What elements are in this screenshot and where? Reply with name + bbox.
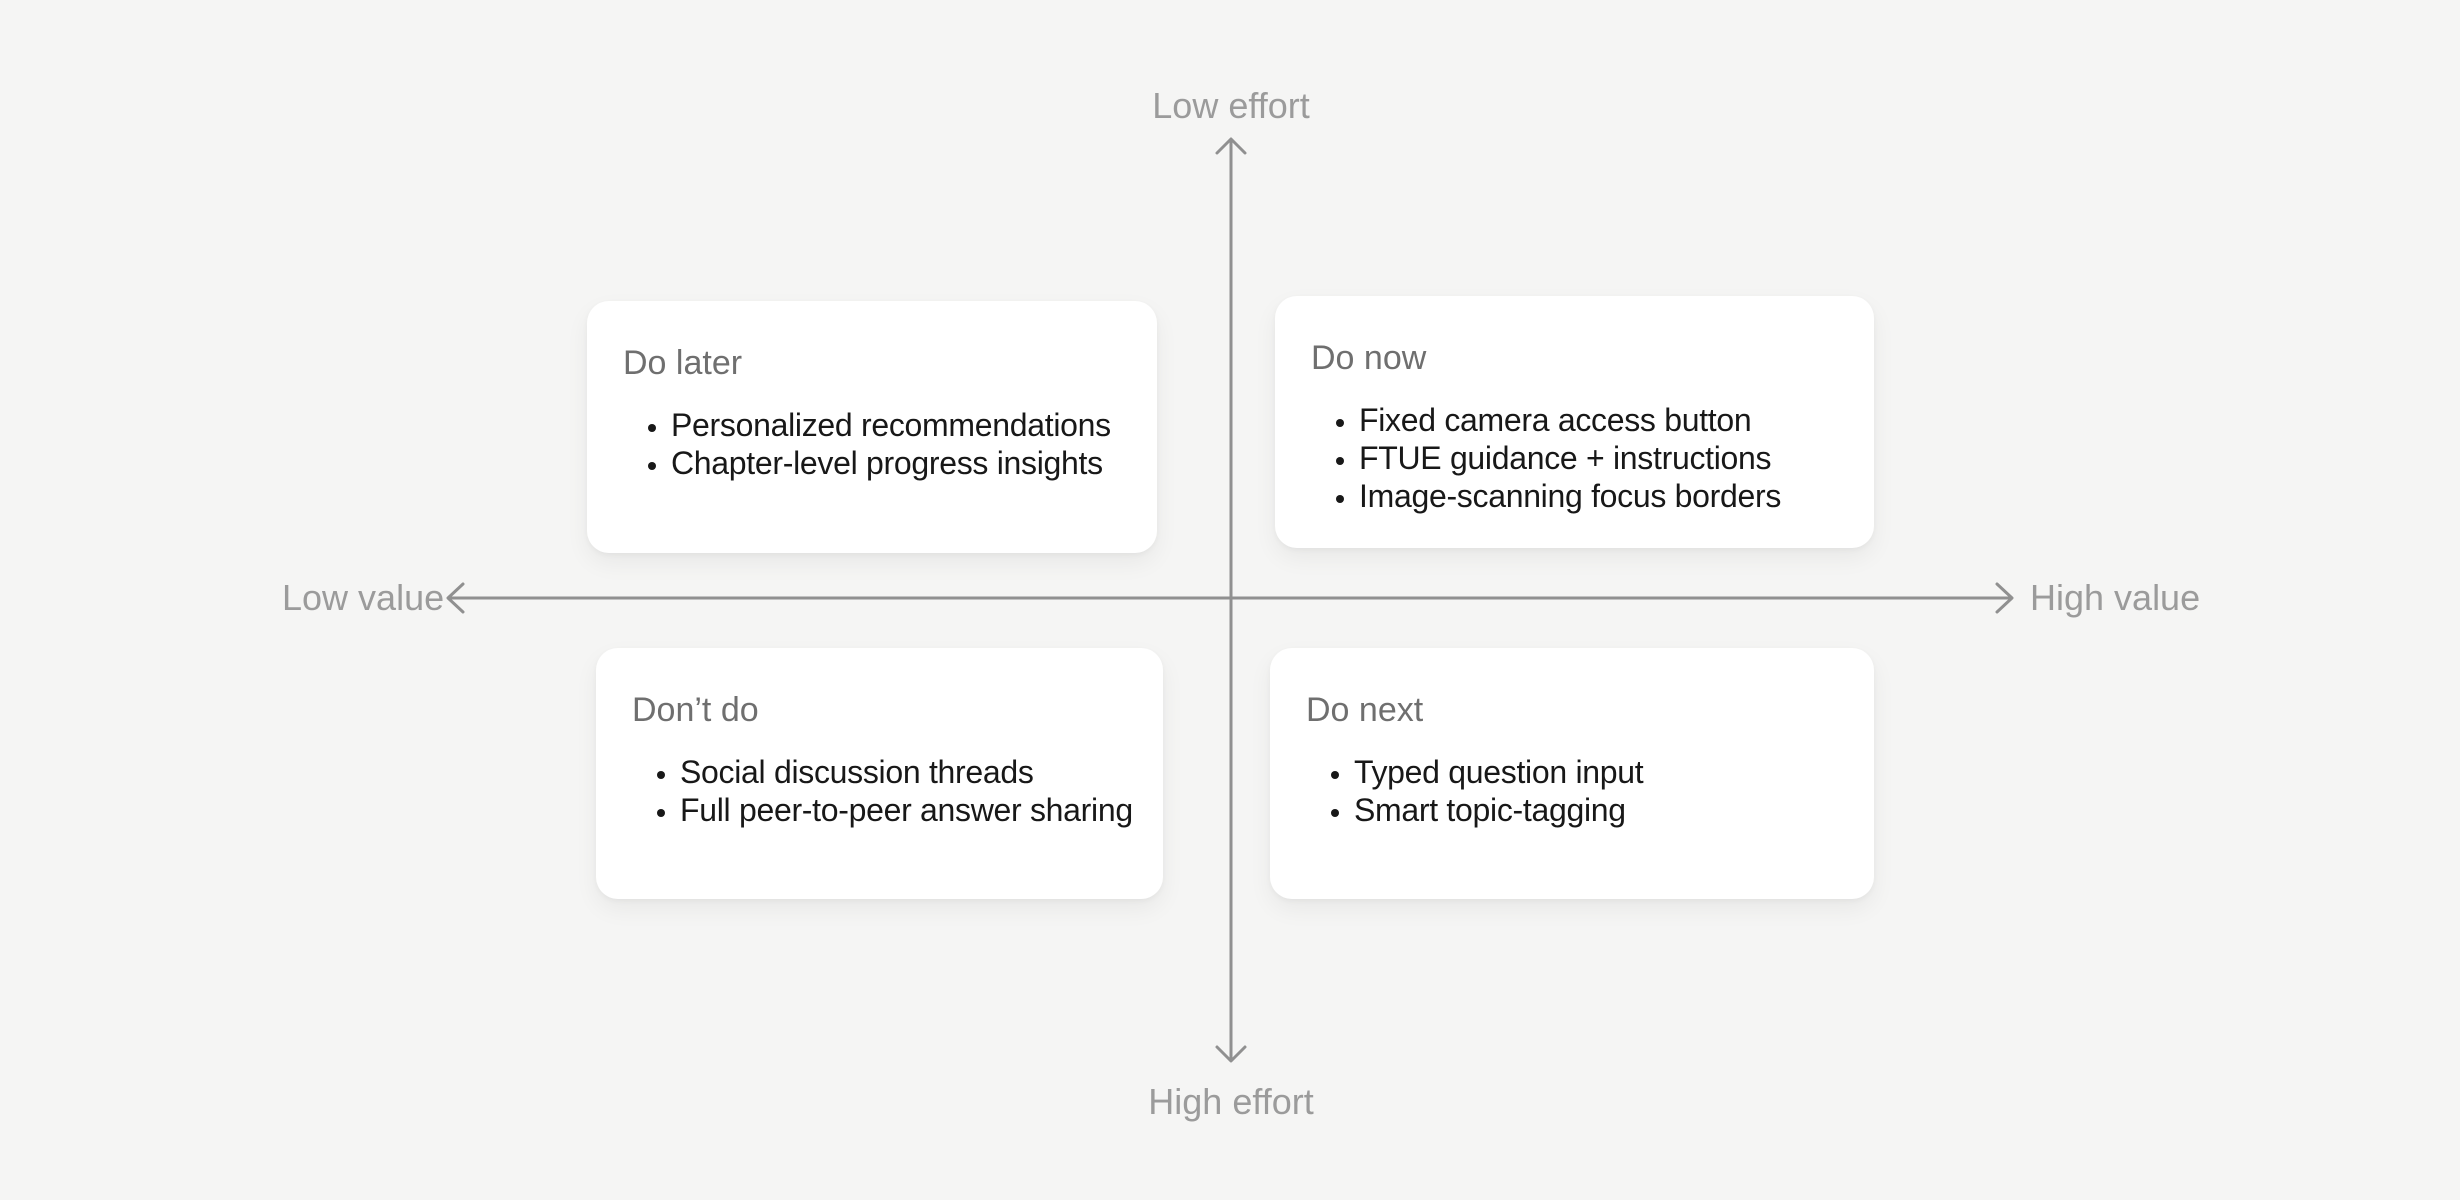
arrow-down-icon: [1215, 1045, 1247, 1063]
quadrant-title: Do later: [623, 344, 743, 382]
arrow-up-icon: [1215, 137, 1247, 155]
quadrant-item: FTUE guidance + instructions: [1359, 439, 1848, 477]
quadrant-card-do-next: Do next Typed question inputSmart topic-…: [1270, 648, 1874, 899]
quadrant-card-do-later: Do later Personalized recommendationsCha…: [587, 301, 1157, 553]
axis-label-low-value: Low value: [282, 577, 445, 618]
axes-group: [446, 137, 2014, 1063]
quadrant-item-list: Typed question inputSmart topic-tagging: [1306, 753, 1848, 829]
quadrant-item: Personalized recommendations: [671, 406, 1131, 444]
axis-label-high-effort: High effort: [1148, 1081, 1314, 1122]
quadrant-item: Full peer-to-peer answer sharing: [680, 791, 1137, 829]
quadrant-title: Do next: [1306, 691, 1424, 729]
quadrant-item: Fixed camera access button: [1359, 401, 1848, 439]
quadrant-item-list: Social discussion threadsFull peer-to-pe…: [632, 753, 1137, 829]
quadrant-item: Chapter-level progress insights: [671, 444, 1131, 482]
quadrant-card-do-now: Do now Fixed camera access buttonFTUE gu…: [1275, 296, 1874, 548]
axis-label-high-value: High value: [2030, 577, 2201, 618]
quadrant-title: Don’t do: [632, 691, 759, 729]
quadrant-item-list: Personalized recommendationsChapter-leve…: [623, 406, 1131, 482]
quadrant-item: Image-scanning focus borders: [1359, 477, 1848, 515]
quadrant-title: Do now: [1311, 339, 1427, 377]
arrow-right-icon: [1995, 582, 2014, 614]
axis-label-low-effort: Low effort: [1152, 85, 1310, 126]
arrow-left-icon: [446, 582, 465, 614]
quadrant-item: Typed question input: [1354, 753, 1848, 791]
quadrant-item-list: Fixed camera access buttonFTUE guidance …: [1311, 401, 1848, 515]
quadrant-item: Social discussion threads: [680, 753, 1137, 791]
quadrant-card-dont-do: Don’t do Social discussion threadsFull p…: [596, 648, 1163, 899]
quadrant-item: Smart topic-tagging: [1354, 791, 1848, 829]
